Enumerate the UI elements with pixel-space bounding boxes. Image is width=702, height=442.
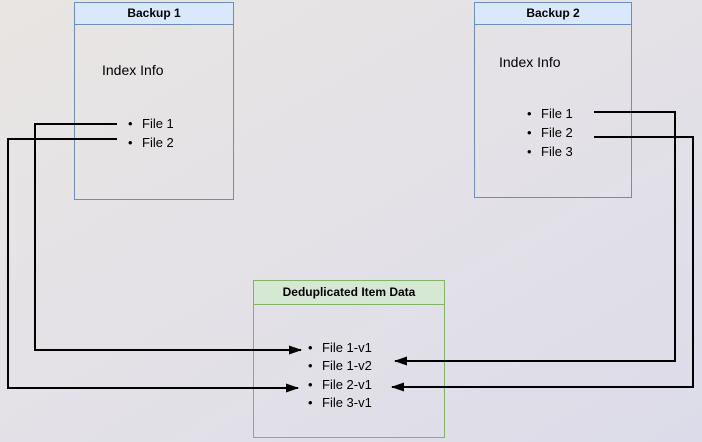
backup2-file-item: File 1 bbox=[527, 104, 573, 123]
backup1-file-item: File 2 bbox=[128, 133, 174, 152]
backup2-header: Backup 2 bbox=[475, 3, 631, 25]
dedup-box: Deduplicated Item Data File 1-v1 File 1-… bbox=[253, 280, 445, 438]
dedup-item: File 2-v1 bbox=[308, 376, 372, 395]
backup2-file-list: File 1 File 2 File 3 bbox=[527, 104, 573, 161]
backup2-file-item: File 3 bbox=[527, 142, 573, 161]
backup2-box: Backup 2 Index Info File 1 File 2 File 3 bbox=[474, 2, 632, 198]
dedup-header: Deduplicated Item Data bbox=[254, 281, 444, 305]
dedup-item: File 1-v2 bbox=[308, 357, 372, 376]
backup2-file-item: File 2 bbox=[527, 123, 573, 142]
backup1-index-info-label: Index Info bbox=[102, 62, 164, 78]
backup1-header: Backup 1 bbox=[75, 3, 233, 25]
backup1-file-list: File 1 File 2 bbox=[128, 114, 174, 152]
dedup-item: File 3-v1 bbox=[308, 394, 372, 413]
backup2-index-info-label: Index Info bbox=[499, 54, 561, 70]
dedup-item-list: File 1-v1 File 1-v2 File 2-v1 File 3-v1 bbox=[308, 339, 372, 413]
dedup-item: File 1-v1 bbox=[308, 339, 372, 358]
backup1-box: Backup 1 Index Info File 1 File 2 bbox=[74, 2, 234, 200]
backup1-file-item: File 1 bbox=[128, 114, 174, 133]
